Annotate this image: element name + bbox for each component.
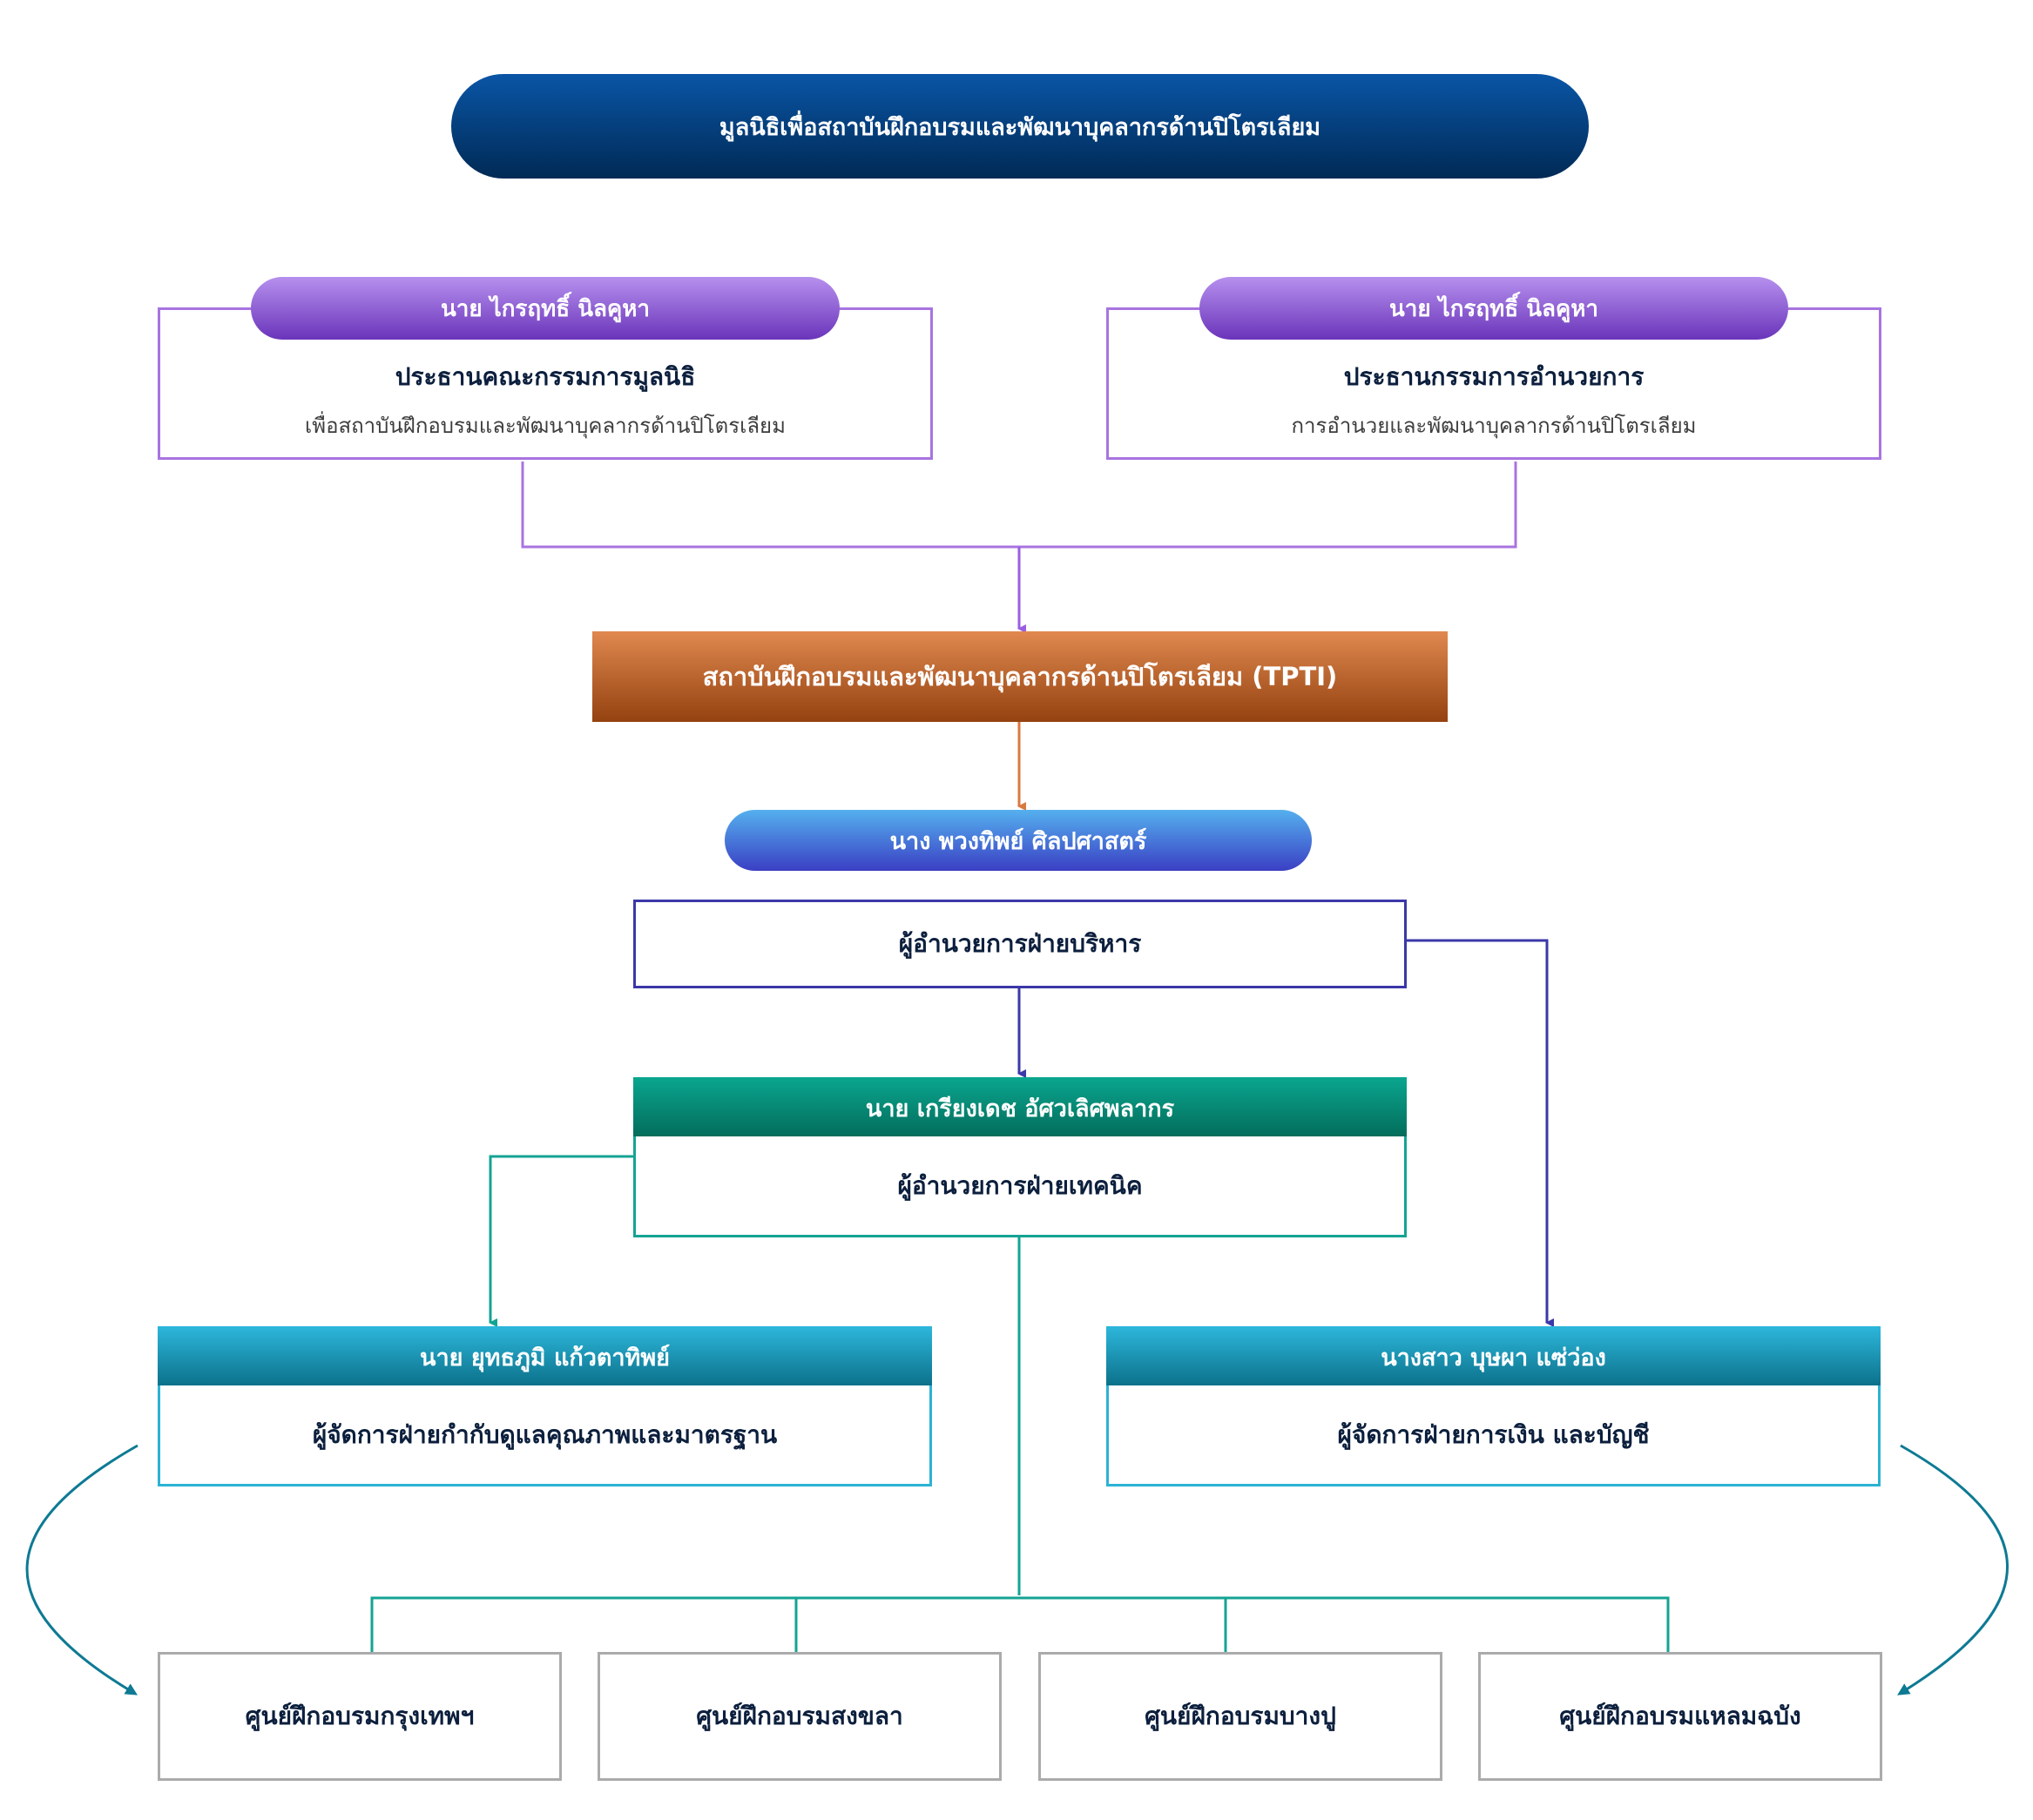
training-center-laemchabang: ศูนย์ฝึกอบรมแหลมฉบัง [1478,1652,1882,1781]
quality-manager-name: นาย ยุทธภูมิ แก้วตาทิพย์ [158,1326,932,1387]
technical-director-name: นาย เกรียงเดช อัศวเลิศพลากร [633,1077,1407,1138]
finance-manager-name: นางสาว บุษผา แซ่ว่อง [1106,1326,1881,1387]
chair-board-subtitle: การอำนวยและพัฒนาบุคลากรด้านปิโตรเลียม [1291,414,1697,438]
training-center-bangpu: ศูนย์ฝึกอบรมบางปู [1038,1652,1442,1781]
arrow-to-quality-manager [489,1155,633,1327]
chair-foundation-role: ประธานคณะกรรมการมูลนิธิ [395,362,696,391]
training-center-bangkok: ศูนย์ฝึกอบรมกรุงเทพฯ [158,1652,562,1781]
finance-manager-role: ผู้จัดการฝ่ายการเงิน และบัญชี [1106,1385,1881,1486]
connector-centers-bar [370,1596,1670,1652]
arrow-to-finance-manager [1407,939,1554,1327]
training-center-songkhla: ศูนย์ฝึกอบรมสงขลา [598,1652,1002,1781]
technical-director-role: ผู้อำนวยการฝ่ายเทคนิค [633,1136,1407,1237]
admin-director-name: นาง พวงทิพย์ ศิลปศาสตร์ [725,810,1312,871]
admin-director-role: ผู้อำนวยการฝ่ายบริหาร [633,900,1407,988]
chair-board-name: นาย ไกรฤทธิ์ นิลคูหา [1199,277,1788,340]
curve-arrow-right [1897,1444,2009,1695]
chair-foundation-name: นาย ไกรฤทธิ์ นิลคูหา [251,277,840,340]
chair-board-role: ประธานกรรมการอำนวยการ [1343,362,1645,391]
quality-manager-role: ผู้จัดการฝ่ายกำกับดูแลคุณภาพและมาตรฐาน [158,1385,932,1486]
curve-arrow-left [25,1444,138,1695]
foundation-title: มูลนิธิเพื่อสถาบันฝึกอบรมและพัฒนาบุคลากร… [451,74,1589,179]
institute-box: สถาบันฝึกอบรมและพัฒนาบุคลากรด้านปิโตรเลี… [592,631,1448,722]
chair-foundation-subtitle: เพื่อสถาบันฝึกอบรมและพัฒนาบุคลากรด้านปิโ… [305,414,786,438]
connector-chairs [521,462,1517,549]
